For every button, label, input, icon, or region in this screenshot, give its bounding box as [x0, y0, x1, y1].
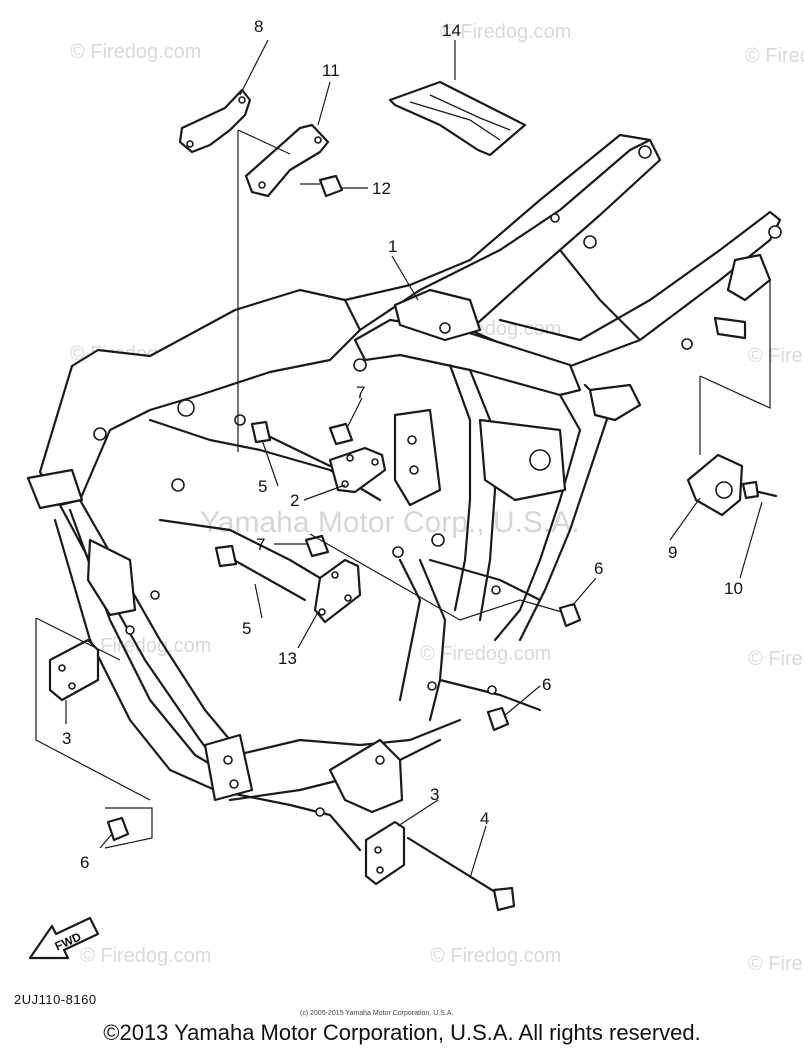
- watermark-bottom-right: © Firedog.com: [748, 953, 804, 975]
- watermark-center: Yamaha Motor Corp., U.S.A.: [200, 506, 580, 539]
- callout-13: 13: [278, 649, 297, 668]
- callout-1: 1: [388, 237, 397, 256]
- callout-10: 10: [724, 579, 743, 598]
- copyright-notice: ©2013 Yamaha Motor Corporation, U.S.A. A…: [103, 1020, 701, 1045]
- callout-5-upper: 5: [258, 477, 267, 496]
- watermark-bottom-left: © Firedog.com: [80, 945, 211, 967]
- part-11-bracket: [244, 123, 330, 198]
- watermarks: © Firedog.com © Firedog.com © Firedog.co…: [70, 21, 804, 975]
- callout-6-left: 6: [80, 853, 89, 872]
- part-8-bracket: [178, 88, 252, 154]
- part-3-brackets: [48, 638, 406, 886]
- callout-11: 11: [322, 61, 340, 80]
- watermark-top-right: © Firedog.com: [745, 45, 804, 67]
- small-copyright: (c) 2005-2015 Yamaha Motor Corporation, …: [300, 1010, 453, 1017]
- callout-7-upper: 7: [356, 383, 365, 402]
- part-6-nuts: [106, 602, 582, 842]
- watermark-right: © Firedog.com: [748, 345, 804, 367]
- callout-6-mid: 6: [542, 675, 551, 694]
- callout-numbers: 8 11 12 14 1 7 2 5 7 5 13 6 6 9 10 3 6 3…: [62, 17, 743, 872]
- callout-3-right: 3: [430, 785, 439, 804]
- callout-9: 9: [668, 543, 677, 562]
- callout-4: 4: [480, 809, 489, 828]
- watermark-left-lower: © Firedog.com: [80, 635, 211, 657]
- watermark-top-left: © Firedog.com: [70, 41, 201, 63]
- part-13-plate: [313, 558, 362, 624]
- part-4-bolt: [406, 836, 516, 912]
- callout-7-lower: 7: [256, 535, 265, 554]
- main-frame: [26, 133, 782, 852]
- watermark-top-mid: © Firedog.com: [440, 21, 571, 43]
- callout-2: 2: [290, 491, 299, 510]
- callout-12: 12: [372, 179, 391, 198]
- callout-6-right: 6: [594, 559, 603, 578]
- callout-5-lower: 5: [242, 619, 251, 638]
- part-10-bolt: [741, 480, 778, 500]
- watermark-mid-lower: © Firedog.com: [420, 643, 551, 665]
- leader-lines: [35, 39, 771, 879]
- part-2-plate: [328, 446, 387, 494]
- watermark-bottom-mid: © Firedog.com: [430, 945, 561, 967]
- part-9-mount: [686, 453, 744, 517]
- part-5-bolts: [214, 420, 332, 602]
- watermark-right-lower: © Firedog.com: [748, 648, 804, 670]
- part-14-cover: [388, 80, 527, 157]
- diagram-code: 2UJ110-8160: [14, 992, 97, 1007]
- part-12-bolt: [300, 174, 344, 198]
- callout-3-left: 3: [62, 729, 71, 748]
- callout-8: 8: [254, 17, 263, 36]
- callout-14: 14: [442, 21, 461, 40]
